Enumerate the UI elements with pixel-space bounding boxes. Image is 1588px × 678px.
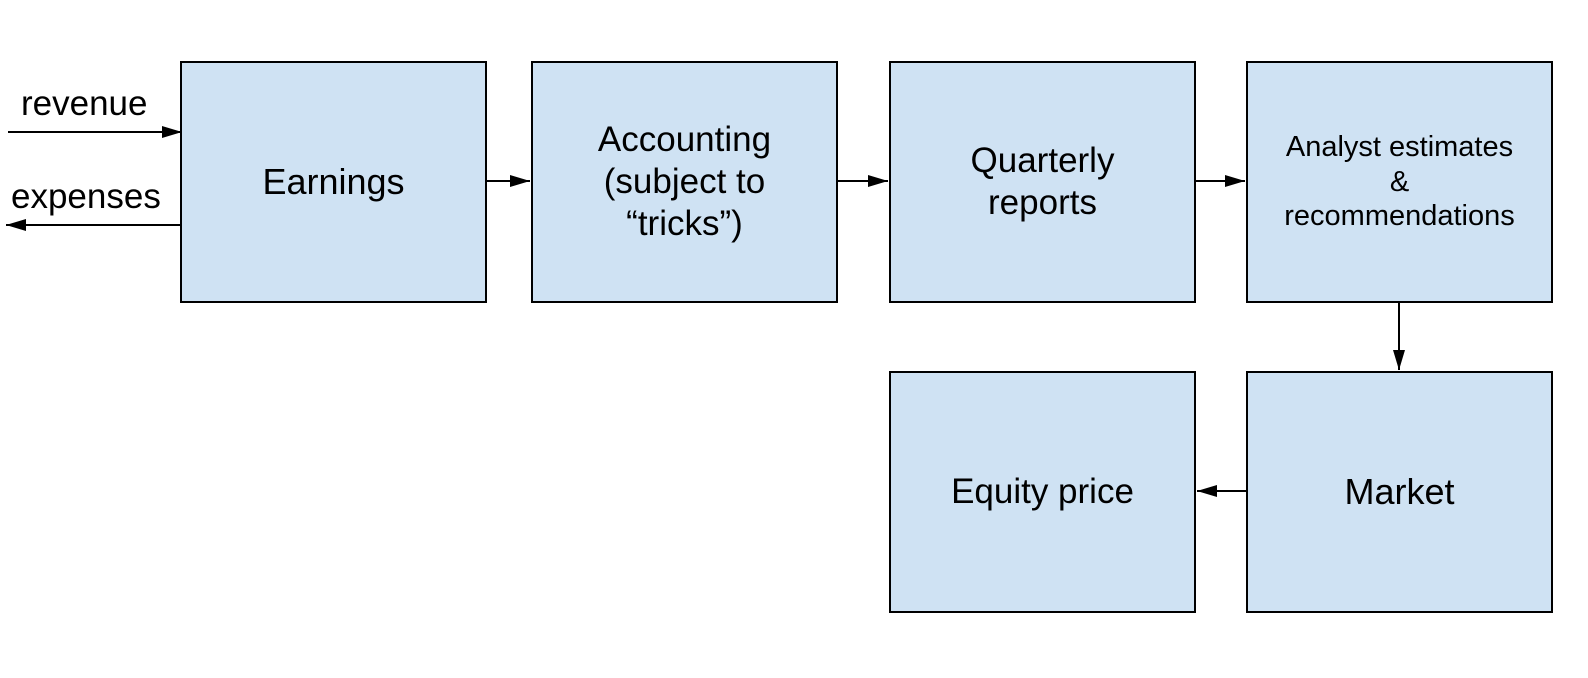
quarterly-reports-box: Quarterly reports — [889, 61, 1196, 303]
earnings-label: Earnings — [262, 161, 405, 203]
expenses-label: expenses — [11, 177, 161, 216]
accounting-label: Accounting (subject to “tricks”) — [597, 120, 772, 243]
earnings-box: Earnings — [180, 61, 487, 303]
quarterly-reports-label: Quarterly reports — [970, 141, 1115, 222]
analyst-label: Analyst estimates & recommendations — [1284, 130, 1515, 233]
market-box: Market — [1246, 371, 1553, 613]
market-label: Market — [1344, 471, 1455, 513]
analyst-box: Analyst estimates & recommendations — [1246, 61, 1553, 303]
revenue-label: revenue — [21, 84, 148, 123]
equity-price-label: Equity price — [951, 472, 1134, 511]
equity-price-box: Equity price — [889, 371, 1196, 613]
accounting-box: Accounting (subject to “tricks”) — [531, 61, 838, 303]
